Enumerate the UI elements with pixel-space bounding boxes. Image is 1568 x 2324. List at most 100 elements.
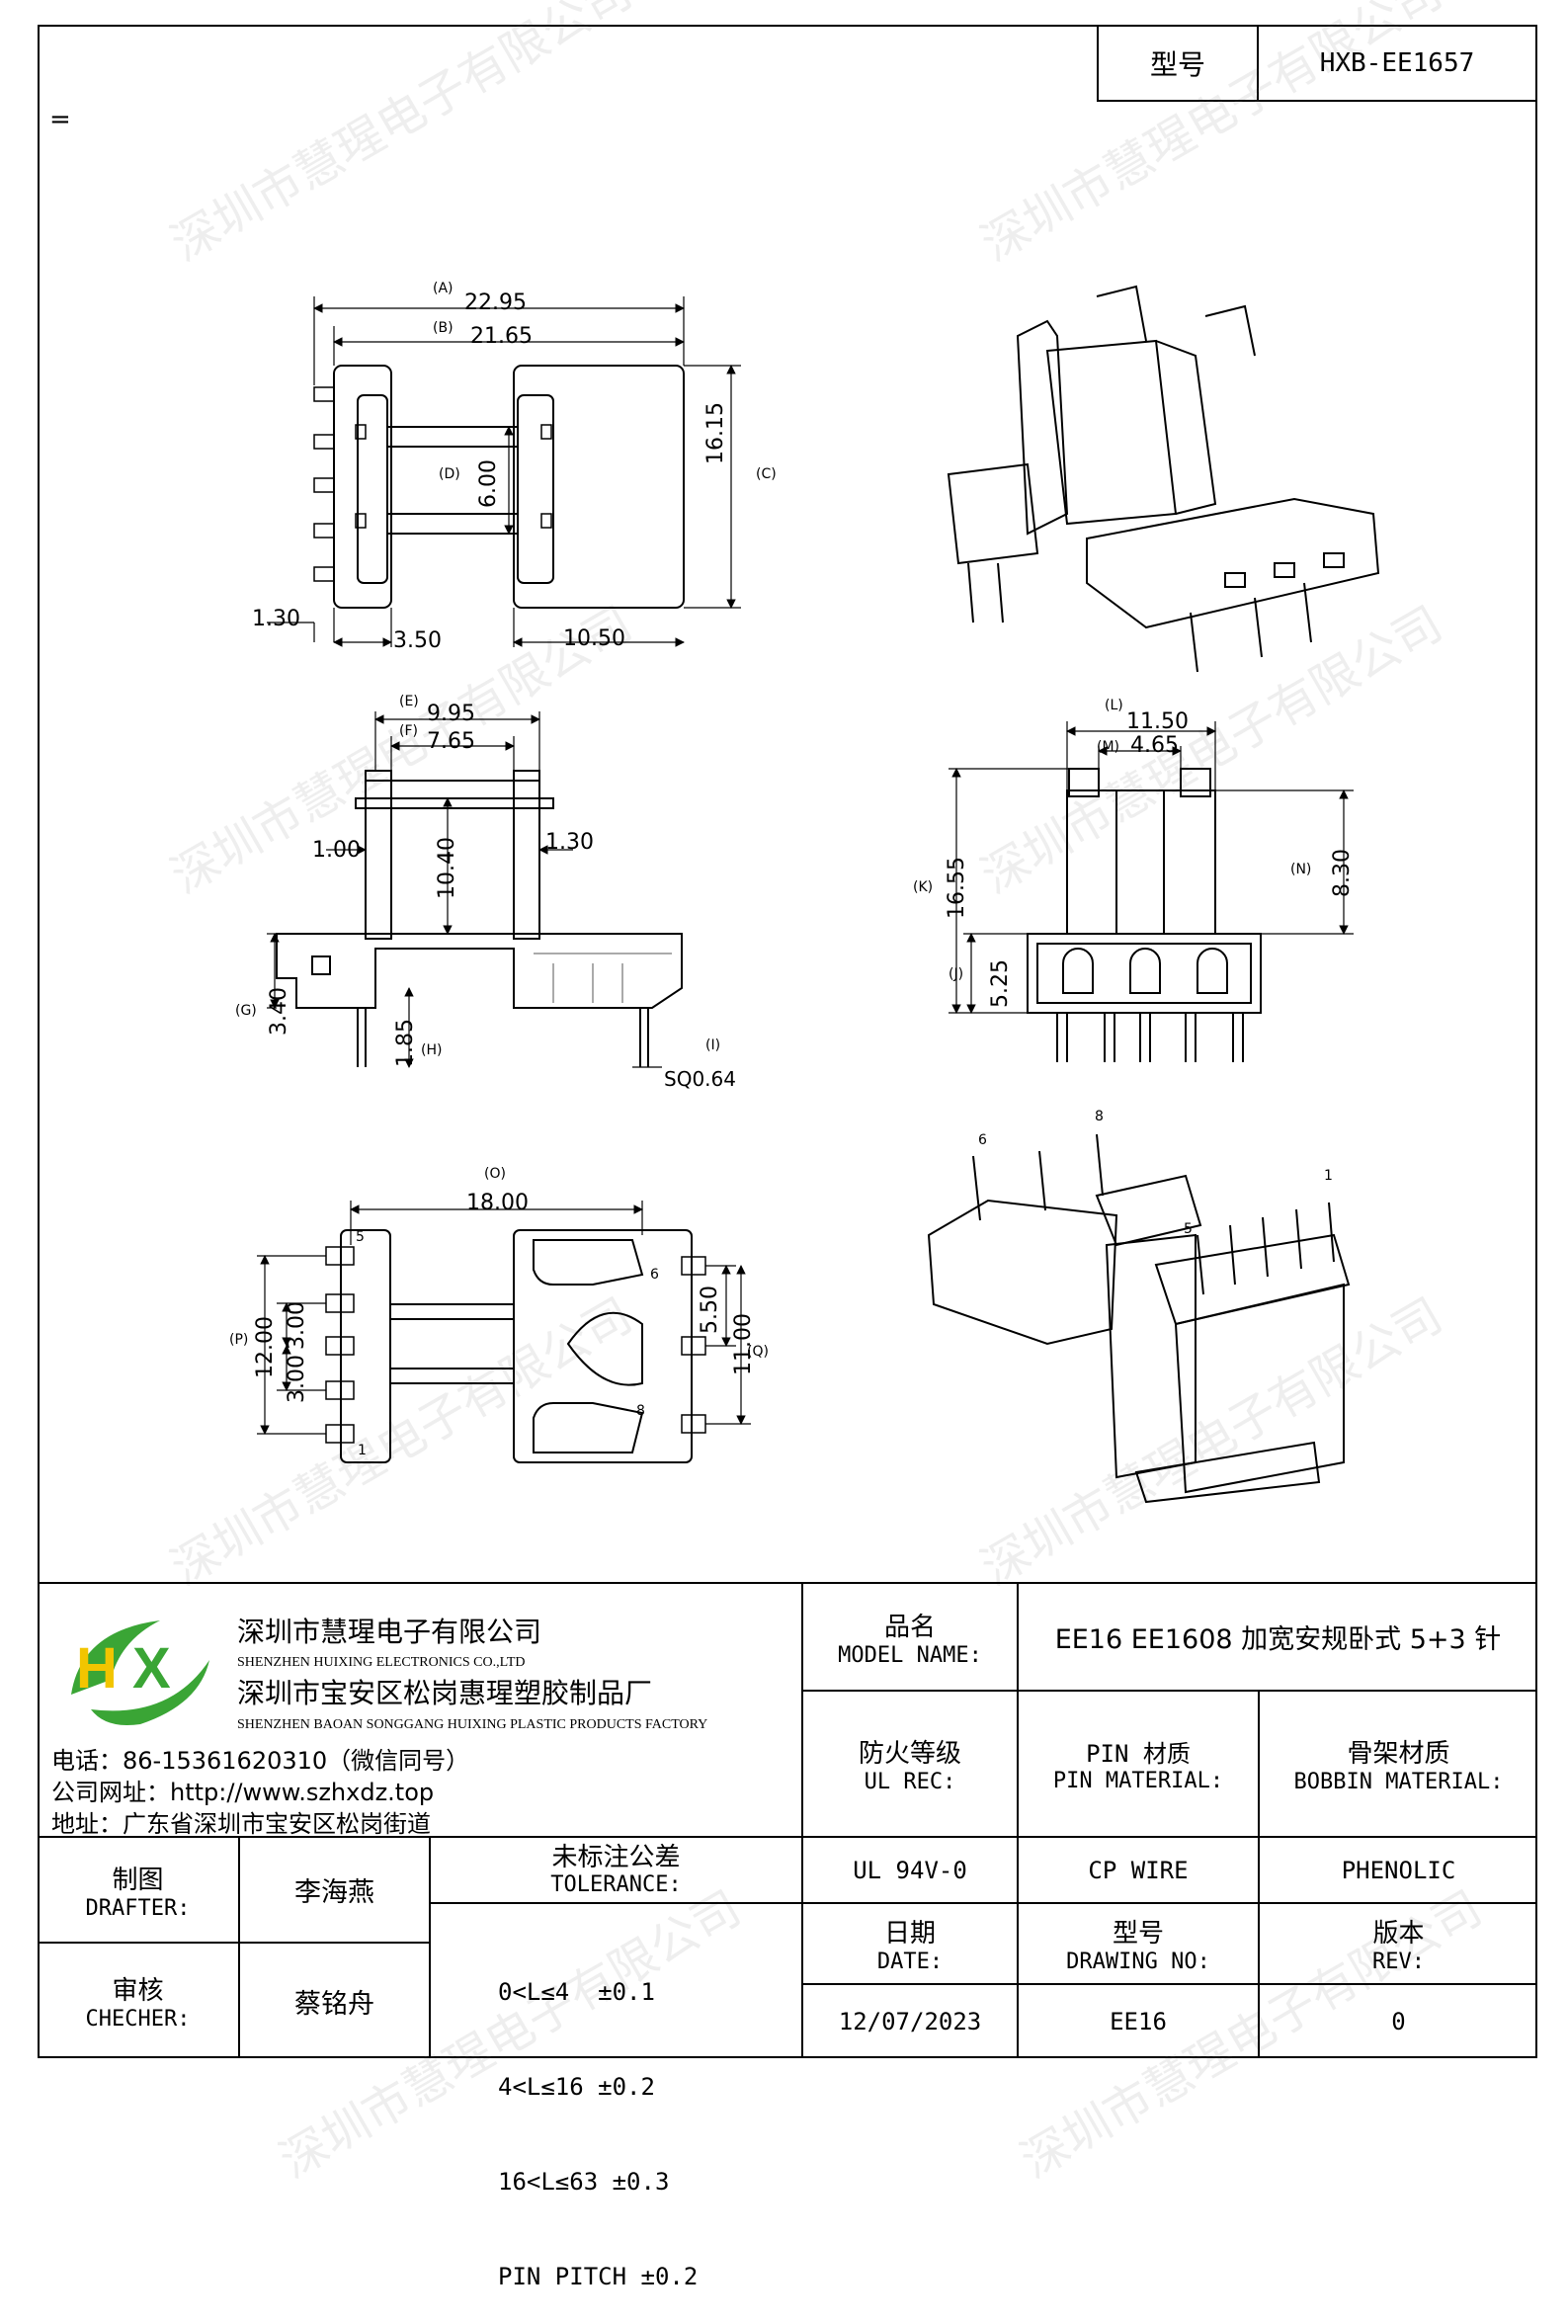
- svg-text:X: X: [132, 1636, 171, 1701]
- drawing-frame: [38, 25, 1537, 2058]
- tolerance-list: 0<L≤4 ±0.1 4<L≤16 ±0.2 16<L≤63 ±0.3 PIN …: [498, 1913, 698, 2324]
- dim-tag-N: (N): [1290, 862, 1312, 877]
- tb-line: [1017, 1582, 1019, 2058]
- pin-label-8: 8: [636, 1403, 645, 1419]
- tolerance-cn: 未标注公差: [551, 1842, 681, 1872]
- drafter-label: 制图 DRAFTER:: [38, 1838, 238, 1942]
- drawing-no-en: DRAWING NO:: [1066, 1950, 1210, 1974]
- dim-tag-Q: (Q): [747, 1344, 769, 1360]
- pin-material-en: PIN MATERIAL:: [1052, 1769, 1224, 1793]
- dim-tag-J: (J): [949, 966, 964, 982]
- dim-L: 11.50: [1126, 709, 1189, 734]
- tb-line: [801, 1690, 1537, 1692]
- dim-tag-L: (L): [1105, 698, 1123, 713]
- tb-line: [238, 1836, 240, 2058]
- dim-P: 12.00: [253, 1316, 278, 1378]
- dim-10-40: 10.40: [435, 837, 459, 899]
- dim-tag-G: (G): [235, 1003, 257, 1019]
- stray-mark: =: [49, 105, 71, 134]
- checker-label: 审核 CHECHER:: [38, 1944, 238, 2058]
- tb-line: [38, 1582, 1537, 1584]
- dim-1-30: 1.30: [252, 607, 300, 631]
- tb-line: [801, 1983, 1537, 1985]
- dim-tag-D: (D): [439, 466, 460, 482]
- dim-M: 4.65: [1130, 733, 1179, 758]
- tb-line: [38, 1942, 431, 1944]
- dim-tag-E: (E): [399, 694, 419, 709]
- pin-label-5: 5: [356, 1229, 365, 1245]
- company-website: 公司网址：http://www.szhxdz.top: [51, 1779, 435, 1806]
- iso-pin-label-8: 8: [1095, 1109, 1104, 1124]
- tolerance-line: 0<L≤4 ±0.1: [498, 1978, 655, 2006]
- rev-value: 0: [1391, 2008, 1406, 2035]
- iso-pin-label-5: 5: [1184, 1221, 1193, 1237]
- dim-C: 16.15: [703, 402, 728, 464]
- dim-G: 3.40: [267, 987, 291, 1036]
- tolerance-line: 16<L≤63 ±0.3: [498, 2168, 670, 2196]
- dim-J: 5.25: [988, 959, 1013, 1008]
- drawing-no-cn: 型号: [1112, 1919, 1164, 1949]
- dim-3-50: 3.50: [393, 628, 442, 653]
- bobbin-material-value: PHENOLIC: [1341, 1856, 1456, 1884]
- bobbin-material-en: BOBBIN MATERIAL:: [1293, 1770, 1504, 1794]
- dim-tag-K: (K): [913, 879, 934, 895]
- company-address: 地址：广东省深圳市宝安区松岗街道: [51, 1810, 431, 1838]
- bobbin-material-cn: 骨架材质: [1347, 1739, 1450, 1769]
- tb-line: [38, 1836, 1537, 1838]
- dim-H: 1.85: [393, 1019, 418, 1067]
- iso-pin-label-1: 1: [1324, 1168, 1333, 1184]
- dim-tag-F: (F): [399, 723, 418, 739]
- drawing-no-label: 型号 DRAWING NO:: [1019, 1904, 1258, 1983]
- pin-material-label: PIN 材质 PIN MATERIAL:: [1019, 1692, 1258, 1836]
- pin-label-1: 1: [358, 1443, 367, 1458]
- svg-text:H: H: [76, 1636, 118, 1701]
- rev-en: REV:: [1372, 1950, 1425, 1974]
- fire-rating-cn: 防火等级: [858, 1739, 961, 1769]
- dim-tag-H: (H): [421, 1042, 443, 1058]
- drawing-no-value: EE16: [1110, 2008, 1167, 2035]
- engineering-drawing: [257, 285, 1380, 1504]
- dim-O: 18.00: [466, 1191, 529, 1215]
- date-cn: 日期: [883, 1919, 936, 1949]
- dim-E: 9.95: [427, 702, 475, 726]
- model-value-cell: HXB-EE1657: [1257, 25, 1537, 102]
- checker-en: CHECHER:: [85, 2007, 191, 2032]
- rev-label: 版本 REV:: [1260, 1904, 1537, 1983]
- dim-B: 21.65: [470, 324, 533, 349]
- dim-N: 8.30: [1330, 849, 1355, 897]
- dim-tag-M: (M): [1097, 739, 1120, 755]
- fire-rating-label: 防火等级 UL REC:: [803, 1692, 1017, 1836]
- dim-tag-P: (P): [229, 1332, 249, 1348]
- drafter-en: DRAFTER:: [85, 1895, 191, 1921]
- dim-1-00: 1.00: [312, 838, 361, 863]
- tb-line: [429, 1836, 431, 2058]
- dim-10-50: 10.50: [563, 626, 625, 651]
- dim-tag-O: (O): [484, 1166, 506, 1182]
- model-name-value: EE16 EE1608 加宽安规卧式 5+3 针: [1054, 1624, 1502, 1655]
- model-name-cn: 品名: [883, 1612, 936, 1642]
- date-label: 日期 DATE:: [803, 1904, 1017, 1983]
- checker-name: 蔡铭舟: [294, 1988, 374, 2020]
- model-name-label: 品名 MODEL NAME:: [803, 1584, 1017, 1690]
- pin-material-cn: PIN 材质: [1086, 1740, 1191, 1768]
- dim-I: SQ0.64: [664, 1067, 736, 1091]
- dim-1-30-side: 1.30: [545, 830, 594, 855]
- fire-rating-value: UL 94V-0: [853, 1856, 967, 1884]
- company-name-cn: 深圳市慧瑆电子有限公司: [237, 1616, 542, 1648]
- rev-cn: 版本: [1372, 1919, 1425, 1949]
- tb-line: [1258, 1690, 1260, 2058]
- pin-material-value: CP WIRE: [1088, 1856, 1189, 1884]
- model-name-en: MODEL NAME:: [838, 1642, 982, 1668]
- dim-tag-C: (C): [756, 466, 777, 482]
- drafter-name: 李海燕: [294, 1877, 374, 1908]
- dim-5-50: 5.50: [698, 1286, 722, 1334]
- bobbin-material-label: 骨架材质 BOBBIN MATERIAL:: [1260, 1692, 1537, 1836]
- dim-tag-B: (B): [433, 320, 454, 336]
- checker-cn: 审核: [112, 1976, 164, 2006]
- tb-line: [801, 1582, 803, 2058]
- date-en: DATE:: [876, 1950, 944, 1974]
- tb-line: [429, 1902, 1537, 1904]
- factory-name-cn: 深圳市宝安区松岗惠瑆塑胶制品厂: [237, 1677, 653, 1709]
- company-logo: H X: [71, 1620, 209, 1725]
- company-phone: 电话：86-15361620310（微信同号）: [51, 1747, 470, 1775]
